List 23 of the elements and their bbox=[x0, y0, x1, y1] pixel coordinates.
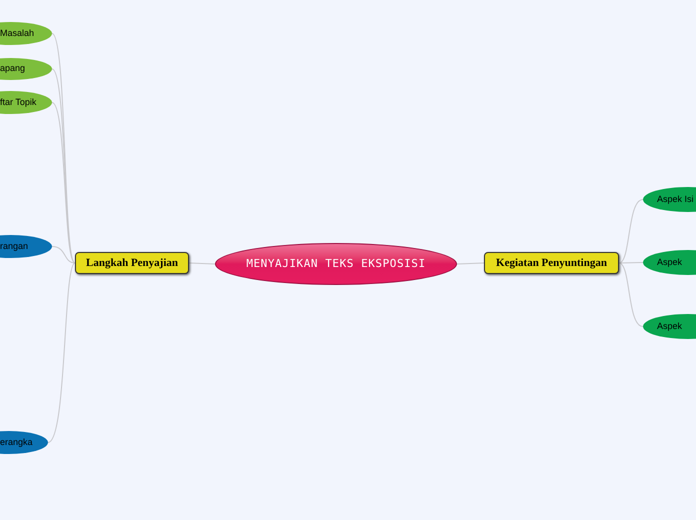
node-label: MENYAJIKAN TEKS EKSPOSISI bbox=[246, 256, 426, 272]
connector-line bbox=[618, 262, 644, 327]
connector-line bbox=[52, 246, 76, 264]
node-label: rangan bbox=[0, 240, 28, 253]
node-label: ftar Topik bbox=[0, 96, 36, 109]
node-label: apang bbox=[0, 62, 26, 76]
connector-line bbox=[52, 68, 76, 264]
topic-box bbox=[75, 252, 189, 274]
node-label: Langkah Penyajian bbox=[86, 256, 178, 271]
connector-line bbox=[456, 262, 484, 264]
node-label: Kegiatan Penyuntingan bbox=[496, 256, 607, 271]
connector-line bbox=[52, 33, 76, 264]
connector-line bbox=[618, 262, 644, 264]
topic-box bbox=[484, 252, 619, 274]
node-label: Aspek Isi bbox=[657, 192, 694, 206]
node-label: erangka bbox=[0, 436, 33, 449]
node-label: Aspek bbox=[657, 320, 682, 333]
connector-line bbox=[48, 262, 76, 443]
connector-line bbox=[188, 262, 216, 264]
connector-line bbox=[618, 199, 644, 264]
node-label: Masalah bbox=[0, 26, 34, 40]
connector-line bbox=[52, 102, 76, 264]
node-label: Aspek bbox=[657, 256, 682, 269]
